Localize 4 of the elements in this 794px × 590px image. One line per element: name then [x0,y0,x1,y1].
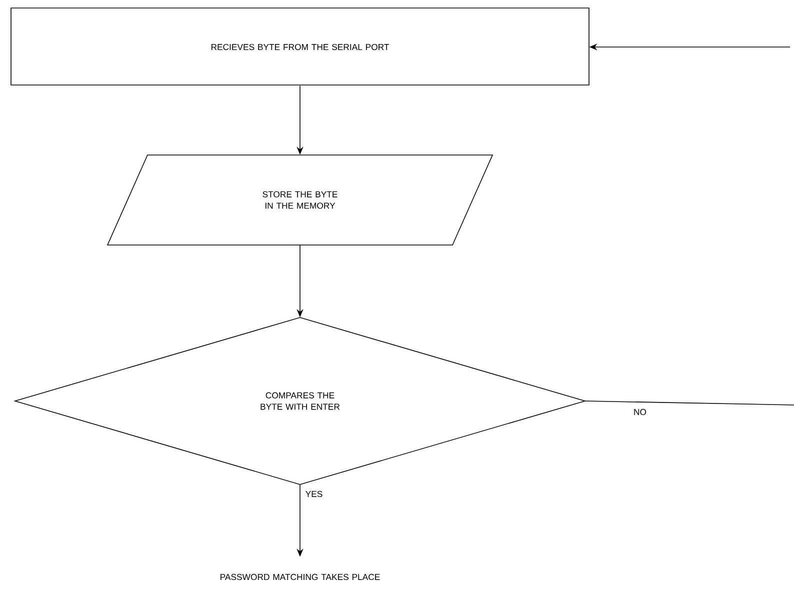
result-text: PASSWORD MATCHING TAKES PLACE [220,574,380,580]
edge-label: NO [634,408,646,416]
edge-label: YES [306,490,322,498]
process-box: RECIEVES BYTE FROM THE SERIAL PORT [10,8,590,86]
